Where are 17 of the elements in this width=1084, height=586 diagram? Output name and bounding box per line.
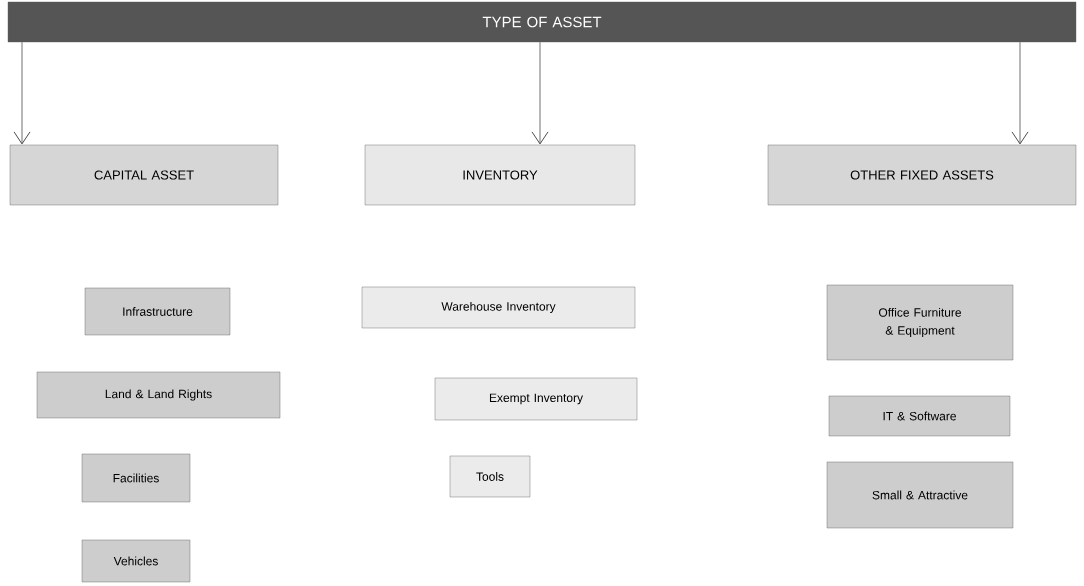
item-box: Exempt Inventory bbox=[434, 377, 638, 421]
arrow bbox=[13, 41, 31, 145]
title-bar: TYPE OF ASSET bbox=[7, 1, 1077, 43]
category-box: CAPITAL ASSET bbox=[9, 144, 279, 206]
item-box: IT & Software bbox=[828, 395, 1011, 437]
category-box: OTHER FIXED ASSETS bbox=[767, 144, 1077, 206]
item-box: Infrastructure bbox=[84, 287, 231, 336]
item-box: Facilities bbox=[81, 453, 191, 503]
item-box: Warehouse Inventory bbox=[361, 286, 636, 329]
item-box: Small & Attractive bbox=[826, 461, 1014, 529]
item-box: Land & Land Rights bbox=[36, 371, 281, 419]
item-box: Vehicles bbox=[81, 539, 191, 583]
category-box: INVENTORY bbox=[364, 144, 636, 206]
arrow bbox=[1011, 41, 1029, 145]
item-box: Tools bbox=[449, 455, 531, 498]
arrow bbox=[531, 41, 549, 145]
item-box: Office Furniture & Equipment bbox=[826, 284, 1014, 361]
